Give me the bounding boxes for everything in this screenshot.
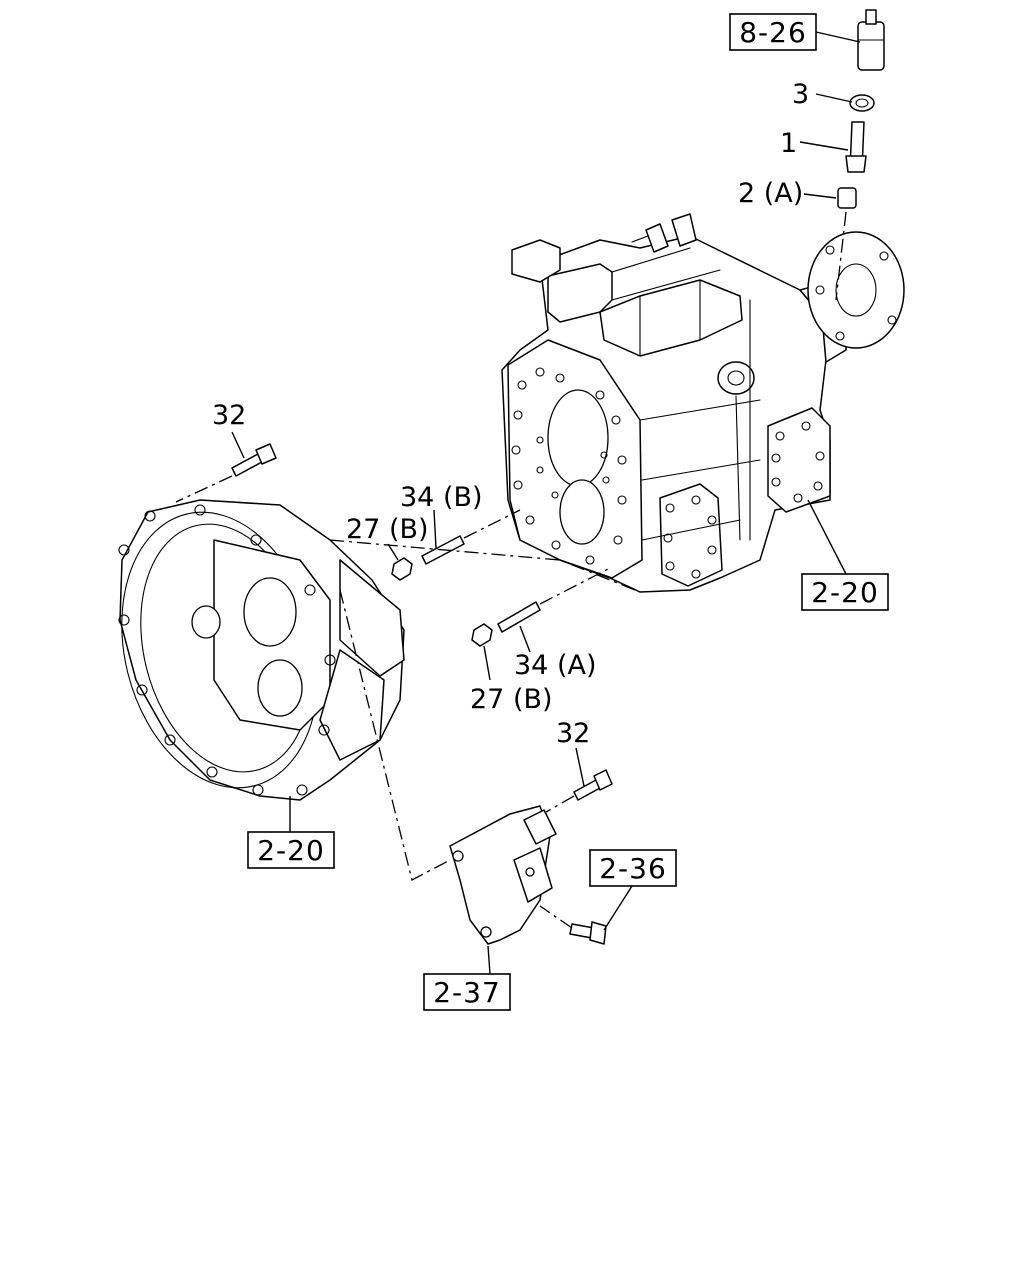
stud-a-axis [539,567,611,605]
ref-box-8-26[interactable]: 8-26 [729,13,817,51]
nut-b-lower [471,623,493,647]
callout-34a: 34 (A) [514,650,596,681]
ref-box-2-36[interactable]: 2-36 [589,849,677,887]
callout-32-top: 32 [212,400,246,431]
ref-label-2-20-left: 2-20 [257,834,325,867]
sensor-install-axis [835,211,847,301]
bracket-bolt-lower-axis [539,905,573,929]
ref-box-2-20-right[interactable]: 2-20 [801,573,889,611]
leader-8-26 [815,31,861,43]
leader-27b-lower [483,645,491,681]
leader-3 [815,93,853,103]
callout-2a: 2 (A) [738,178,803,209]
bracket-bolt-lower [569,921,607,945]
nut-b-upper [391,557,413,581]
callout-34b: 34 (B) [400,482,483,513]
sensor-pipe [845,121,867,173]
callout-27b-lower: 27 (B) [470,684,553,715]
leader-34a [519,625,531,653]
ref-label-2-20-right: 2-20 [811,576,879,609]
bolt-install-axis [175,475,233,503]
ref-box-2-20-left[interactable]: 2-20 [247,831,335,869]
sensor-adapter [837,187,857,209]
leader-27b-upper [387,543,399,561]
leader-2a [803,193,837,199]
leader-32-bracket [575,747,585,787]
ref-label-2-37: 2-37 [433,976,501,1009]
callout-1: 1 [780,128,797,159]
mounting-bracket [449,805,557,945]
transmission-case [501,213,905,593]
leader-34b [433,509,437,549]
callout-27b-upper: 27 (B) [346,514,429,545]
leader-32-top [231,431,245,459]
ref-label-8-26: 8-26 [739,16,807,49]
callout-32-bracket: 32 [556,718,590,749]
bracket-bolt-upper [573,769,613,801]
leader-1 [799,141,849,151]
leader-2-36 [603,885,633,931]
leader-2-37 [487,945,491,975]
clutch-housing [118,499,405,801]
bracket-bolt-upper-axis [545,795,575,813]
housing-mount-guide [339,589,451,881]
callout-3: 3 [792,79,809,110]
stud-b-axis [463,509,521,539]
ref-box-2-37[interactable]: 2-37 [423,973,511,1011]
stud-a [497,601,541,633]
ref-label-2-36: 2-36 [599,852,667,885]
bolt-top [231,443,277,477]
speed-sensor [857,9,885,71]
o-ring-washer [849,94,875,112]
leader-2-20-right [807,499,847,575]
